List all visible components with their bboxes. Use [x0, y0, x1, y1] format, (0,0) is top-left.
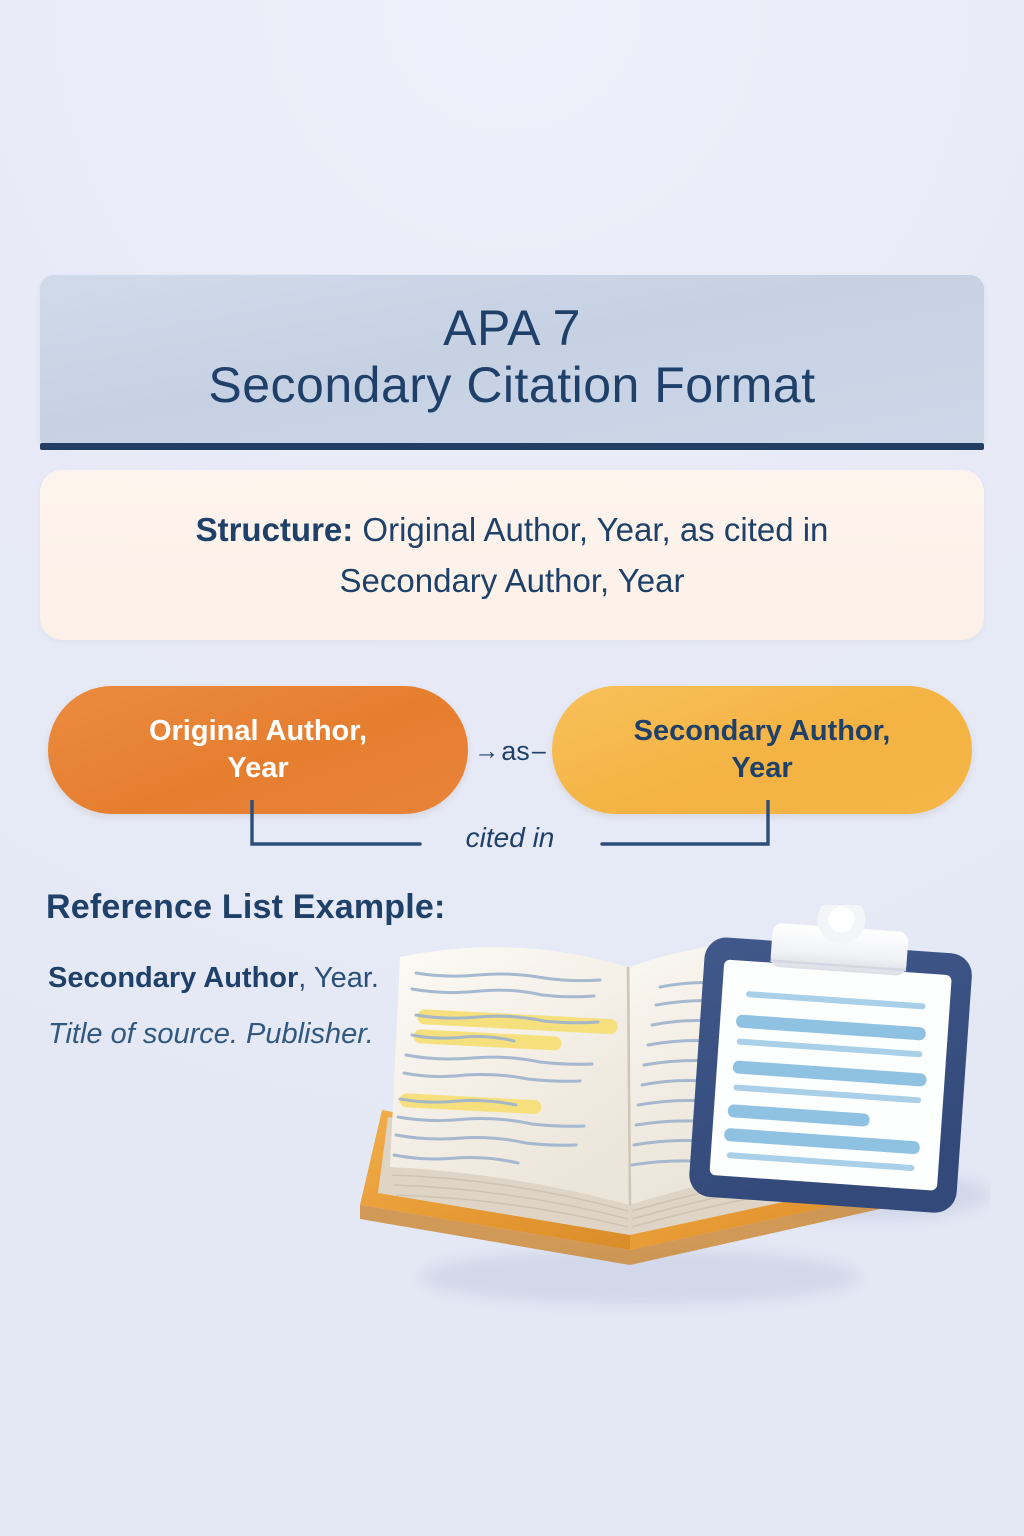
cited-in-label: cited in — [465, 822, 555, 853]
highlight-1 — [417, 1009, 618, 1035]
clipboard-line-thick-1 — [736, 1014, 926, 1041]
pill-secondary-line-1: Secondary Author, — [633, 714, 891, 747]
connector-as-label: as — [501, 735, 530, 766]
book-spine-crease — [626, 966, 632, 1206]
clipboard-line-thin-2 — [736, 1038, 923, 1058]
reference-line-2: Title of source. Publisher. — [48, 1018, 374, 1050]
clipboard-clip-icon — [770, 905, 909, 976]
cited-in-bracket — [250, 800, 770, 846]
illustration-book-and-clipboard — [360, 905, 990, 1305]
clipboard-line-thick-3 — [727, 1104, 870, 1127]
pill-original-author: Original Author, Year — [48, 686, 468, 814]
structure-label: Structure: — [195, 510, 354, 548]
pill-secondary-line-2: Year — [731, 752, 793, 784]
structure-line-1: Structure: Original Author, Year, as cit… — [196, 504, 829, 555]
clipboard-line-thick-2 — [732, 1060, 927, 1087]
book-shadow — [420, 1249, 860, 1305]
highlight-3 — [399, 1093, 542, 1115]
connector-as-group: → as – — [466, 731, 554, 771]
header-banner: APA 7 Secondary Citation Format — [40, 275, 984, 443]
clipboard-line-thick-4 — [724, 1128, 920, 1155]
pill-secondary-author-label: Secondary Author, Year — [634, 713, 891, 787]
page-title-line-2: Secondary Citation Format — [208, 357, 816, 413]
clipboard-text-lines — [724, 991, 927, 1171]
structure-line-1-text: Original Author, Year, as cited in — [353, 510, 829, 548]
pill-original-line-2: Year — [227, 752, 289, 784]
structure-card: Structure: Original Author, Year, as cit… — [40, 470, 984, 640]
reference-line-1: Secondary Author, Year. — [48, 962, 379, 995]
highlight-2 — [413, 1029, 562, 1051]
clipboard-line-thin-1 — [746, 991, 926, 1010]
pill-original-line-1: Original Author, — [148, 714, 368, 747]
reference-list-heading: Reference List Example: — [46, 888, 446, 926]
page-title-line-1: APA 7 — [443, 299, 581, 356]
book-page-edges-left — [391, 1174, 629, 1228]
structure-line-2: Secondary Author, Year — [339, 562, 685, 599]
clip-ring-inner — [828, 906, 855, 933]
clipboard-line-thin-4 — [726, 1152, 915, 1171]
pill-original-author-label: Original Author, Year — [149, 713, 367, 787]
reference-author: Secondary Author — [48, 962, 299, 994]
clip-edge — [770, 959, 907, 972]
book-highlight-marks — [399, 1009, 618, 1115]
book-cover-edge — [360, 1191, 902, 1265]
reference-year: , Year. — [298, 962, 379, 994]
header-rule — [40, 443, 984, 450]
book-text-lines-left — [392, 971, 602, 1165]
clipboard-line-thin-3 — [733, 1084, 922, 1104]
dash-icon: – — [531, 736, 546, 765]
clipboard — [689, 905, 972, 1213]
pill-secondary-author: Secondary Author, Year — [552, 686, 972, 814]
arrow-right-icon: → — [474, 736, 500, 765]
